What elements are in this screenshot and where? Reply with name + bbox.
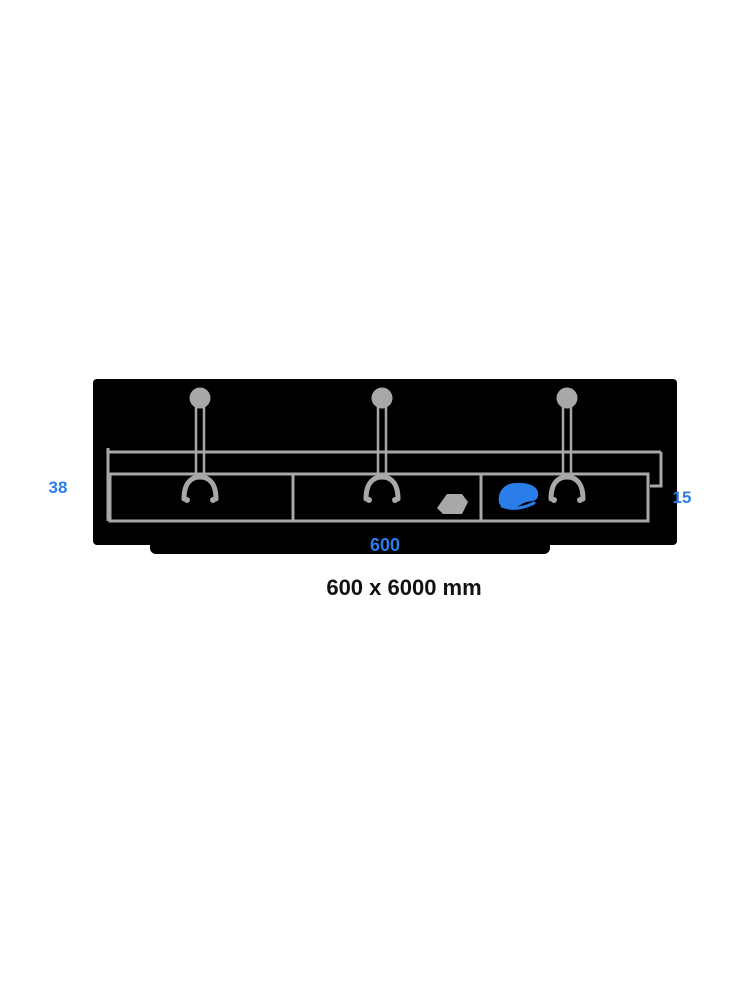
highlighted-clip-blue <box>498 482 539 509</box>
highlighted-clip-blue-tail <box>500 501 536 510</box>
dimension-width: 600 <box>370 535 400 555</box>
size-caption: 600 x 6000 mm <box>326 575 481 600</box>
dimension-right: 15 <box>673 488 692 507</box>
clip-left-foot-b <box>210 497 216 503</box>
clip-right-foot-a <box>551 497 557 503</box>
clip-center <box>363 474 401 502</box>
clip-left <box>181 474 219 502</box>
clip-center-foot-b <box>392 497 398 503</box>
dimension-left: 38 <box>49 478 68 497</box>
right-end-hook <box>650 452 663 488</box>
stem-ball-center <box>371 387 393 409</box>
stem-ball-left <box>189 387 211 409</box>
profile-body-bottom-bulge <box>150 540 550 554</box>
clip-center-foot-a <box>366 497 372 503</box>
clip-right <box>548 474 586 502</box>
loose-part-gray <box>437 494 468 514</box>
clip-left-foot-a <box>184 497 190 503</box>
stem-ball-right <box>556 387 578 409</box>
clip-right-foot-b <box>577 497 583 503</box>
